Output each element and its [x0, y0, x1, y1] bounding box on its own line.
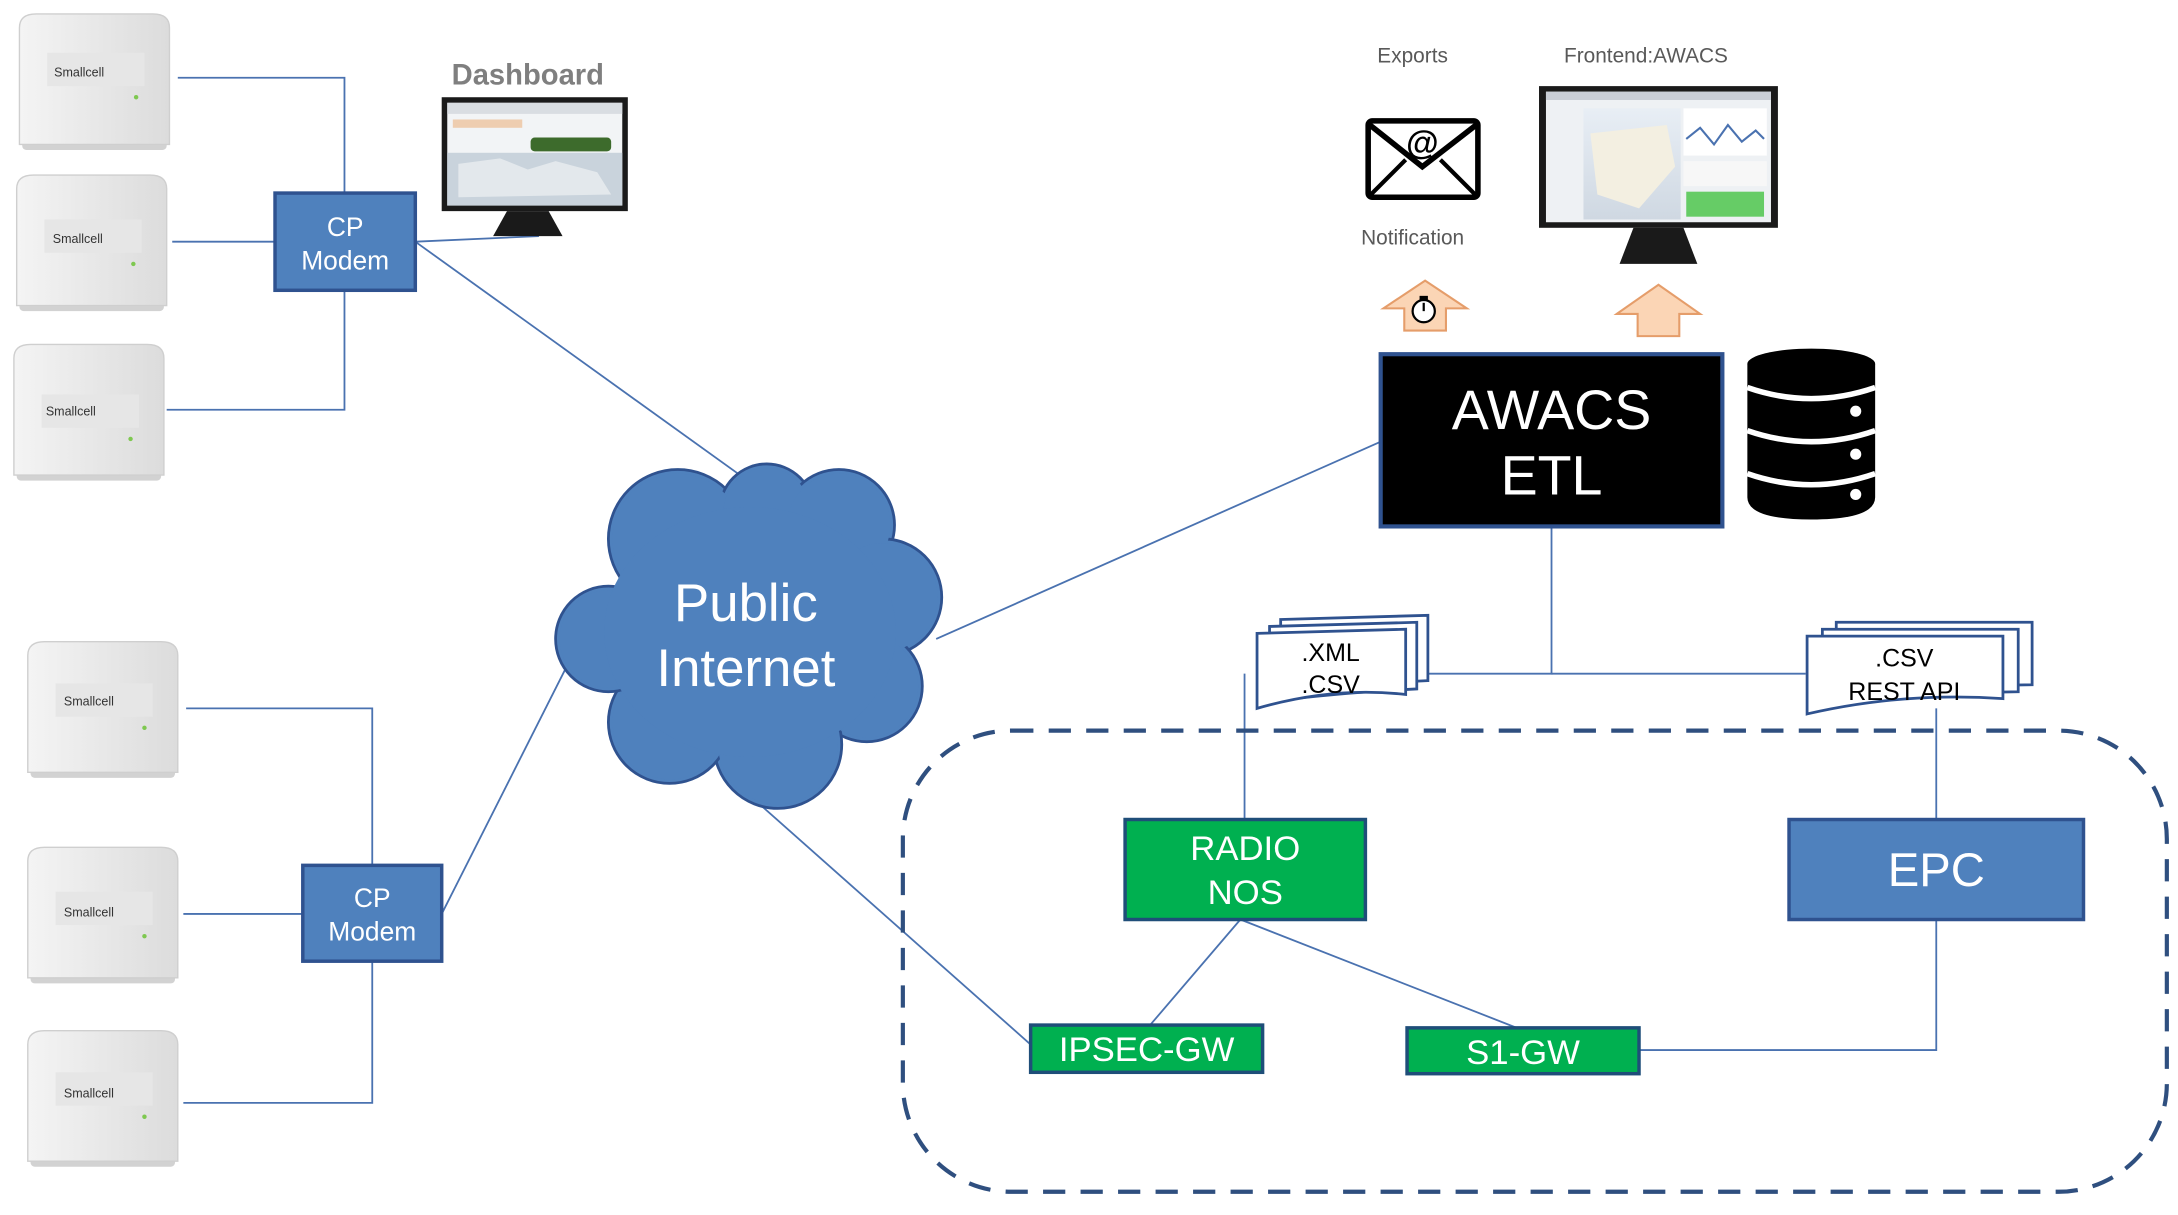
export-up-arrow-icon — [1380, 279, 1471, 332]
radio-nos-label-line1: RADIO — [1190, 830, 1300, 868]
link-internet-ipsec — [760, 804, 1032, 1046]
smallcell-label: Smallcell — [46, 404, 96, 418]
csv-doc-line1: .CSV — [1875, 645, 1934, 673]
smallcell-device: Smallcell — [27, 846, 179, 984]
core-network-boundary — [900, 728, 2169, 1194]
link-etl-docs — [1427, 527, 1553, 675]
cp-modem-top: CP Modem — [273, 191, 418, 293]
smallcell-label: Smallcell — [64, 1086, 114, 1100]
awacs-etl-label-line2: ETL — [1501, 444, 1603, 506]
radio-nos-label-line2: NOS — [1208, 874, 1283, 912]
smallcell-device: Smallcell — [13, 343, 165, 481]
cp-modem-label-line2: Modem — [301, 245, 389, 275]
ipsec-gw-label: IPSEC-GW — [1059, 1031, 1235, 1069]
internet-label-line1: Public — [674, 574, 818, 633]
smallcell-device: Smallcell — [27, 641, 179, 778]
link-smallcell-1-modem-1 — [177, 76, 346, 195]
link-modem-1-internet — [414, 240, 762, 492]
awacs-etl-label-line1: AWACS — [1452, 379, 1652, 441]
link-internet-etl — [935, 440, 1382, 640]
epc-box: EPC — [1787, 817, 2086, 922]
xml-csv-documents-icon: .XML .CSV — [1255, 613, 1430, 711]
cp-modem-label-line1: CP — [354, 883, 391, 913]
xml-doc-line2: .CSV — [1301, 671, 1360, 699]
smallcell-device: Smallcell — [27, 1029, 179, 1167]
smallcell-device: Smallcell — [18, 13, 171, 151]
public-internet-cloud: Public Internet — [554, 462, 944, 810]
smallcell-label: Smallcell — [53, 232, 103, 246]
link-radio-s1 — [1240, 918, 1518, 1029]
xml-doc-line1: .XML — [1301, 639, 1359, 667]
smallcell-device: Smallcell — [15, 174, 168, 312]
cp-modem-bottom: CP Modem — [301, 863, 444, 963]
ipsec-gw-box: IPSEC-GW — [1028, 1023, 1265, 1075]
link-smallcell-3-modem-1 — [166, 288, 346, 411]
cp-modem-label-line2: Modem — [328, 916, 416, 946]
svg-text:@: @ — [1406, 125, 1439, 162]
link-smallcell-6-modem-2 — [183, 961, 374, 1104]
frontend-monitor — [1539, 86, 1778, 264]
dashboard-monitor: Dashboard — [441, 60, 628, 237]
awacs-etl-box: AWACS ETL — [1378, 352, 1725, 529]
s1-gw-label: S1-GW — [1466, 1034, 1580, 1072]
csv-doc-line2: REST API — [1848, 678, 1960, 706]
internet-label-line2: Internet — [656, 639, 835, 698]
link-smallcell-4-modem-2 — [186, 707, 374, 867]
database-icon — [1746, 348, 1877, 520]
link-modem-2-internet — [440, 638, 582, 915]
dashboard-title: Dashboard — [452, 60, 604, 92]
smallcell-label: Smallcell — [64, 906, 114, 920]
cp-modem-label-line1: CP — [327, 212, 364, 242]
radio-nos-box: RADIO NOS — [1123, 817, 1368, 922]
smallcell-label: Smallcell — [54, 65, 104, 79]
dashboard-hex-map-icon — [530, 137, 612, 152]
link-epc-s1 — [1640, 919, 1938, 1051]
exports-label: Exports — [1377, 45, 1448, 68]
smallcell-label: Smallcell — [64, 695, 114, 709]
envelope-icon: @ — [1365, 118, 1481, 201]
link-modem-1-dashboard — [415, 235, 539, 243]
frontend-label: Frontend:AWACS — [1564, 45, 1728, 68]
csv-rest-documents-icon: .CSV REST API — [1805, 620, 2034, 716]
epc-label: EPC — [1888, 844, 1985, 897]
link-radio-ipsec — [1149, 918, 1242, 1026]
notification-label: Notification — [1361, 226, 1464, 249]
s1-gw-box: S1-GW — [1405, 1026, 1641, 1076]
connector-lines — [166, 76, 1938, 1104]
frontend-up-arrow-icon — [1613, 283, 1704, 338]
